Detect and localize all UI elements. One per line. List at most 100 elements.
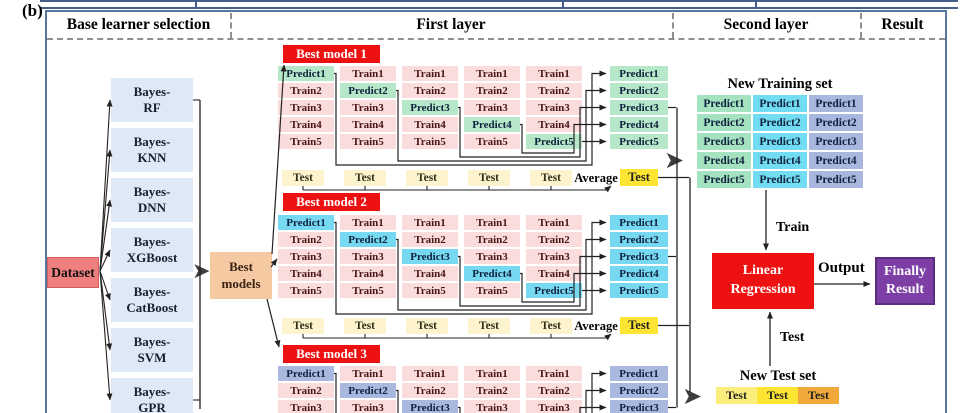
output-cell-m2-r3: Predict3 (610, 249, 668, 264)
fold-cell-m2-c3-r5: Train5 (402, 283, 458, 298)
output-cell-m3-r2: Predict2 (610, 383, 668, 398)
new-training-cell-c1-r2: Predict2 (697, 114, 751, 131)
average-test-m1: Test (620, 169, 658, 186)
fold-cell-m1-c3-r5: Train5 (402, 134, 458, 149)
base-learner-xgboost: Bayes-XGBoost (111, 228, 193, 272)
fold-cell-m3-c5-r1: Train1 (526, 366, 582, 381)
base-learner-label: GPR (138, 400, 166, 413)
base-learner-label: Bayes- (133, 133, 171, 149)
fold-cell-m2-c1-r3: Train3 (278, 249, 334, 264)
fold-cell-m2-c1-r1: Predict1 (278, 215, 334, 230)
connector-line (458, 253, 607, 307)
train-label: Train (776, 220, 810, 235)
top-strip-line-lower (40, 7, 958, 9)
base-learner-label: RF (143, 100, 161, 115)
fold-cell-m1-c2-r4: Train4 (340, 117, 396, 132)
output-cell-m3-r3: Predict3 (610, 400, 668, 413)
connector-line (396, 87, 607, 162)
connector-line (458, 104, 607, 158)
header-bottom-separator (47, 38, 945, 40)
fold-cell-m2-c3-r4: Train4 (402, 266, 458, 281)
fold-cell-m2-c2-r3: Train3 (340, 249, 396, 264)
best-models-box: Best models (210, 252, 272, 299)
fold-cell-m2-c1-r5: Train5 (278, 283, 334, 298)
base-learner-knn: Bayes-KNN (111, 128, 193, 172)
test-cell-m1-c3: Test (406, 170, 448, 186)
linear-regression-line2: Regression (730, 282, 796, 297)
header-separator (860, 13, 862, 38)
fold-cell-m3-c2-r3: Train3 (340, 400, 396, 413)
fold-cell-m1-c2-r2: Predict2 (340, 83, 396, 98)
model-header-1: Best model 1 (283, 45, 380, 63)
connector-line (520, 121, 607, 154)
header-second-layer: Second layer (723, 16, 809, 33)
new-training-cell-c1-r1: Predict1 (697, 95, 751, 112)
test-cell-m1-c2: Test (344, 170, 386, 186)
fold-cell-m1-c4-r3: Train3 (464, 100, 520, 115)
output-cell-m1-r2: Predict2 (610, 83, 668, 98)
fold-cell-m2-c4-r3: Train3 (464, 249, 520, 264)
fold-cell-m1-c4-r2: Train2 (464, 83, 520, 98)
new-training-cell-c2-r5: Predict5 (753, 171, 807, 188)
output-cell-m1-r1: Predict1 (610, 66, 668, 81)
base-learner-label: Bayes- (133, 383, 171, 399)
fold-cell-m1-c5-r3: Train3 (526, 100, 582, 115)
fold-cell-m1-c4-r5: Train5 (464, 134, 520, 149)
panel-border-top (45, 10, 947, 12)
connector-line (99, 249, 111, 272)
dataset-box: Dataset (47, 257, 99, 288)
fold-cell-m1-c1-r1: Predict1 (278, 66, 334, 81)
output-cell-m2-r2: Predict2 (610, 232, 668, 247)
base-learner-label: XGBoost (126, 250, 178, 265)
output-cell-m3-r1: Predict1 (610, 366, 668, 381)
new-test-cell-3: Test (798, 387, 839, 404)
output-cell-m2-r5: Predict5 (610, 283, 668, 298)
connector-line (99, 270, 113, 351)
fold-cell-m2-c5-r4: Train4 (526, 266, 582, 281)
connector-line (520, 270, 607, 303)
fold-cell-m3-c4-r2: Train2 (464, 383, 520, 398)
panel-border-right (945, 10, 947, 413)
connector-line (396, 387, 607, 413)
connector-line (303, 333, 612, 341)
new-training-cell-c3-r2: Predict2 (809, 114, 863, 131)
dataset-to-best-models-arrow: ➤ (192, 259, 211, 284)
new-training-cell-c2-r1: Predict1 (753, 95, 807, 112)
linear-regression-line1: Linear (742, 263, 784, 279)
fold-cell-m1-c1-r4: Train4 (278, 117, 334, 132)
fold-cell-m2-c4-r5: Train5 (464, 283, 520, 298)
output-cell-m1-r4: Predict4 (610, 117, 668, 132)
fold-cell-m3-c3-r2: Train2 (402, 383, 458, 398)
output-cell-m1-r3: Predict3 (610, 100, 668, 115)
new-training-cell-c1-r3: Predict3 (697, 133, 751, 150)
fold-cell-m1-c5-r1: Train1 (526, 66, 582, 81)
fold-cell-m3-c5-r3: Train3 (526, 400, 582, 413)
fold-cell-m2-c2-r1: Train1 (340, 215, 396, 230)
model-header-2: Best model 2 (283, 193, 380, 211)
fold-cell-m1-c1-r2: Train2 (278, 83, 334, 98)
fold-cell-m3-c5-r2: Train2 (526, 383, 582, 398)
model-header-3: Best model 3 (283, 345, 380, 363)
new-training-cell-c2-r2: Predict2 (753, 114, 807, 131)
new-training-cell-c3-r5: Predict5 (809, 171, 863, 188)
test-cell-m2-c3: Test (406, 318, 448, 334)
fold-cell-m1-c2-r1: Train1 (340, 66, 396, 81)
new-training-cell-c1-r4: Predict4 (697, 152, 751, 169)
base-learner-dnn: Bayes-DNN (111, 178, 193, 222)
header-separator (672, 13, 674, 38)
new-training-cell-c1-r5: Predict5 (697, 171, 751, 188)
finally-result-line2: Result (885, 282, 925, 297)
output-label: Output (818, 260, 865, 276)
base-learner-label: Bayes- (133, 333, 171, 349)
fold-cell-m1-c1-r3: Train3 (278, 100, 334, 115)
connector-line (303, 185, 612, 193)
base-learner-label: Bayes- (133, 283, 171, 299)
fold-cell-m3-c2-r2: Predict2 (340, 383, 396, 398)
fold-cell-m2-c5-r1: Train1 (526, 215, 582, 230)
fold-cell-m1-c5-r4: Train4 (526, 117, 582, 132)
connector-line (334, 70, 607, 166)
fold-cell-m2-c2-r4: Train4 (340, 266, 396, 281)
base-learner-label: KNN (137, 150, 167, 165)
predicts-to-new-training-arrow: ➤ (664, 146, 685, 174)
